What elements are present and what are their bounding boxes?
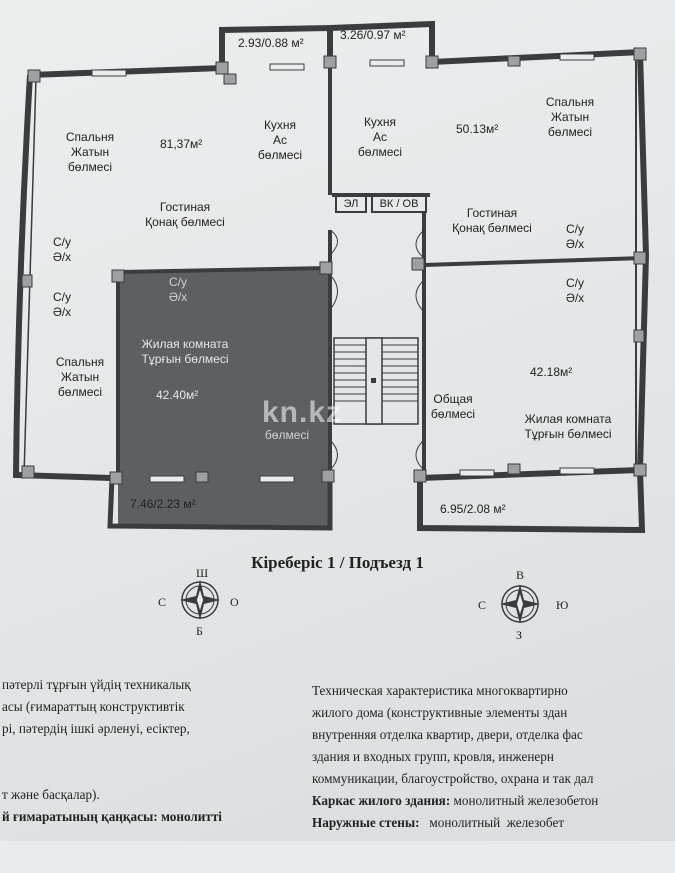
text-line: внутренняя отделка квартир, двери, отдел…: [312, 727, 583, 742]
text-line: т және басқалар).: [2, 787, 100, 802]
staircase: [333, 337, 419, 425]
floor-plan-photo: [0, 0, 675, 841]
wall-left-room: [117, 266, 331, 274]
text-line: здания и входных групп, кровля, инженерн: [312, 749, 554, 764]
area-balcony: 6.95/2.08 м²: [440, 502, 506, 516]
shaft-el: [335, 195, 367, 213]
text-line: й ғимаратының қаңқасы: монолитті: [2, 809, 222, 824]
text-line: жилого дома (конструктивные элементы зда…: [312, 705, 568, 720]
room-label-bedroom: Спальня Жатын бөлмесі: [55, 355, 105, 399]
room-label-bathroom: С/у Ә/х: [52, 290, 72, 319]
compass-left-w: С: [158, 595, 167, 609]
bold-term: Наружные стены:: [312, 815, 420, 830]
door-arc: [415, 279, 425, 313]
compass-right-e: Ю: [556, 598, 569, 612]
area-balcony: 2.93/0.88 м²: [238, 36, 304, 50]
watermark: kn.kz: [262, 396, 343, 429]
shaft-label-vk: ВК / ОВ: [379, 198, 419, 210]
balcony-bottom-left: [107, 477, 333, 531]
area-apartment: 50.13м²: [456, 122, 499, 136]
area-apartment: 81,37м²: [160, 137, 203, 151]
area-apartment: 42.40м²: [156, 388, 199, 402]
outer-wall-left-side: [12, 74, 113, 481]
room-label-bathroom: С/у Ә/х: [52, 235, 72, 264]
text-line: асы (ғимараттың конструктивтік: [2, 699, 185, 714]
compass-left-n: Ш: [196, 566, 209, 580]
room-label-shaded: бөлмесі: [264, 428, 310, 442]
room-label-bedroom: Спальня Жатын бөлмесі: [65, 130, 115, 174]
text-line: [2, 762, 298, 784]
text-panel-kazakh: пәтерлі тұрғын үйдің техникалық асы (ғим…: [2, 648, 298, 867]
room-label-bedroom: Спальня Жатын бөлмесі: [545, 95, 595, 139]
text-line: [2, 740, 298, 762]
room-label-kitchen: Кухня Ас бөлмесі: [257, 118, 303, 162]
door-arc: [415, 229, 425, 259]
windows: [91, 53, 595, 483]
room-label-bathroom: С/у Ә/х: [565, 276, 585, 305]
compass-left-s: Б: [196, 624, 203, 638]
text-line: Наружные стены: монолитный железобет: [312, 815, 565, 830]
area-balcony: 7.46/2.23 м²: [130, 497, 196, 511]
text-line: пәтерлі тұрғын үйдің техникалық: [2, 677, 191, 692]
shaded-room: [118, 268, 330, 528]
compass-right-n: В: [516, 568, 525, 582]
text-line: Техническая характеристика многоквартирн…: [312, 683, 568, 698]
door-arc: [415, 439, 425, 471]
text-line: коммуникации, благоустройство, охрана и …: [312, 771, 594, 786]
door-arc: [329, 229, 338, 256]
floor-plan-drawing: [12, 20, 650, 624]
text-line: рі, пәтердің ішкі әрленуі, есіктер,: [2, 721, 190, 736]
compass-left-e: О: [230, 595, 239, 609]
bold-term: Каркас жилого здания:: [312, 793, 451, 808]
compass-right-w: С: [478, 598, 487, 612]
area-apartment: 42.18м²: [530, 365, 573, 379]
area-balcony: 3.26/0.97 м²: [340, 28, 406, 42]
outer-wall-top-right: [329, 20, 641, 66]
compass-right-icon: [500, 584, 540, 624]
compass-left-icon: [180, 580, 220, 620]
room-label-residential: Жилая комната Тұрғын бөлмесі: [524, 412, 612, 441]
door-arc: [329, 274, 338, 311]
entrance-title: Кіреберіс 1 / Подъезд 1: [251, 553, 424, 572]
shaft-label-el: ЭЛ: [343, 198, 359, 210]
room-label-living: Гостиная Қонақ бөлмесі: [452, 206, 532, 235]
room-label-residential: Жилая комната Тұрғын бөлмесі: [141, 337, 229, 366]
room-label-living: Гостиная Қонақ бөлмесі: [145, 200, 225, 229]
wall-right-mid: [423, 256, 644, 267]
shaft-vk: [371, 195, 427, 213]
door-arc: [329, 439, 338, 471]
room-label-common: Общая бөлмесі: [430, 392, 476, 421]
room-label-bathroom: С/у Ә/х: [168, 275, 188, 304]
columns: [21, 47, 647, 485]
text-line: Каркас жилого здания: монолитный железоб…: [312, 793, 599, 808]
room-label-kitchen: Кухня Ас бөлмесі: [357, 115, 403, 159]
room-label-bathroom: С/у Ә/х: [565, 222, 585, 251]
compass-right-s: З: [516, 628, 523, 642]
text-panel-russian: Техническая характеристика многоквартирн…: [312, 648, 675, 873]
